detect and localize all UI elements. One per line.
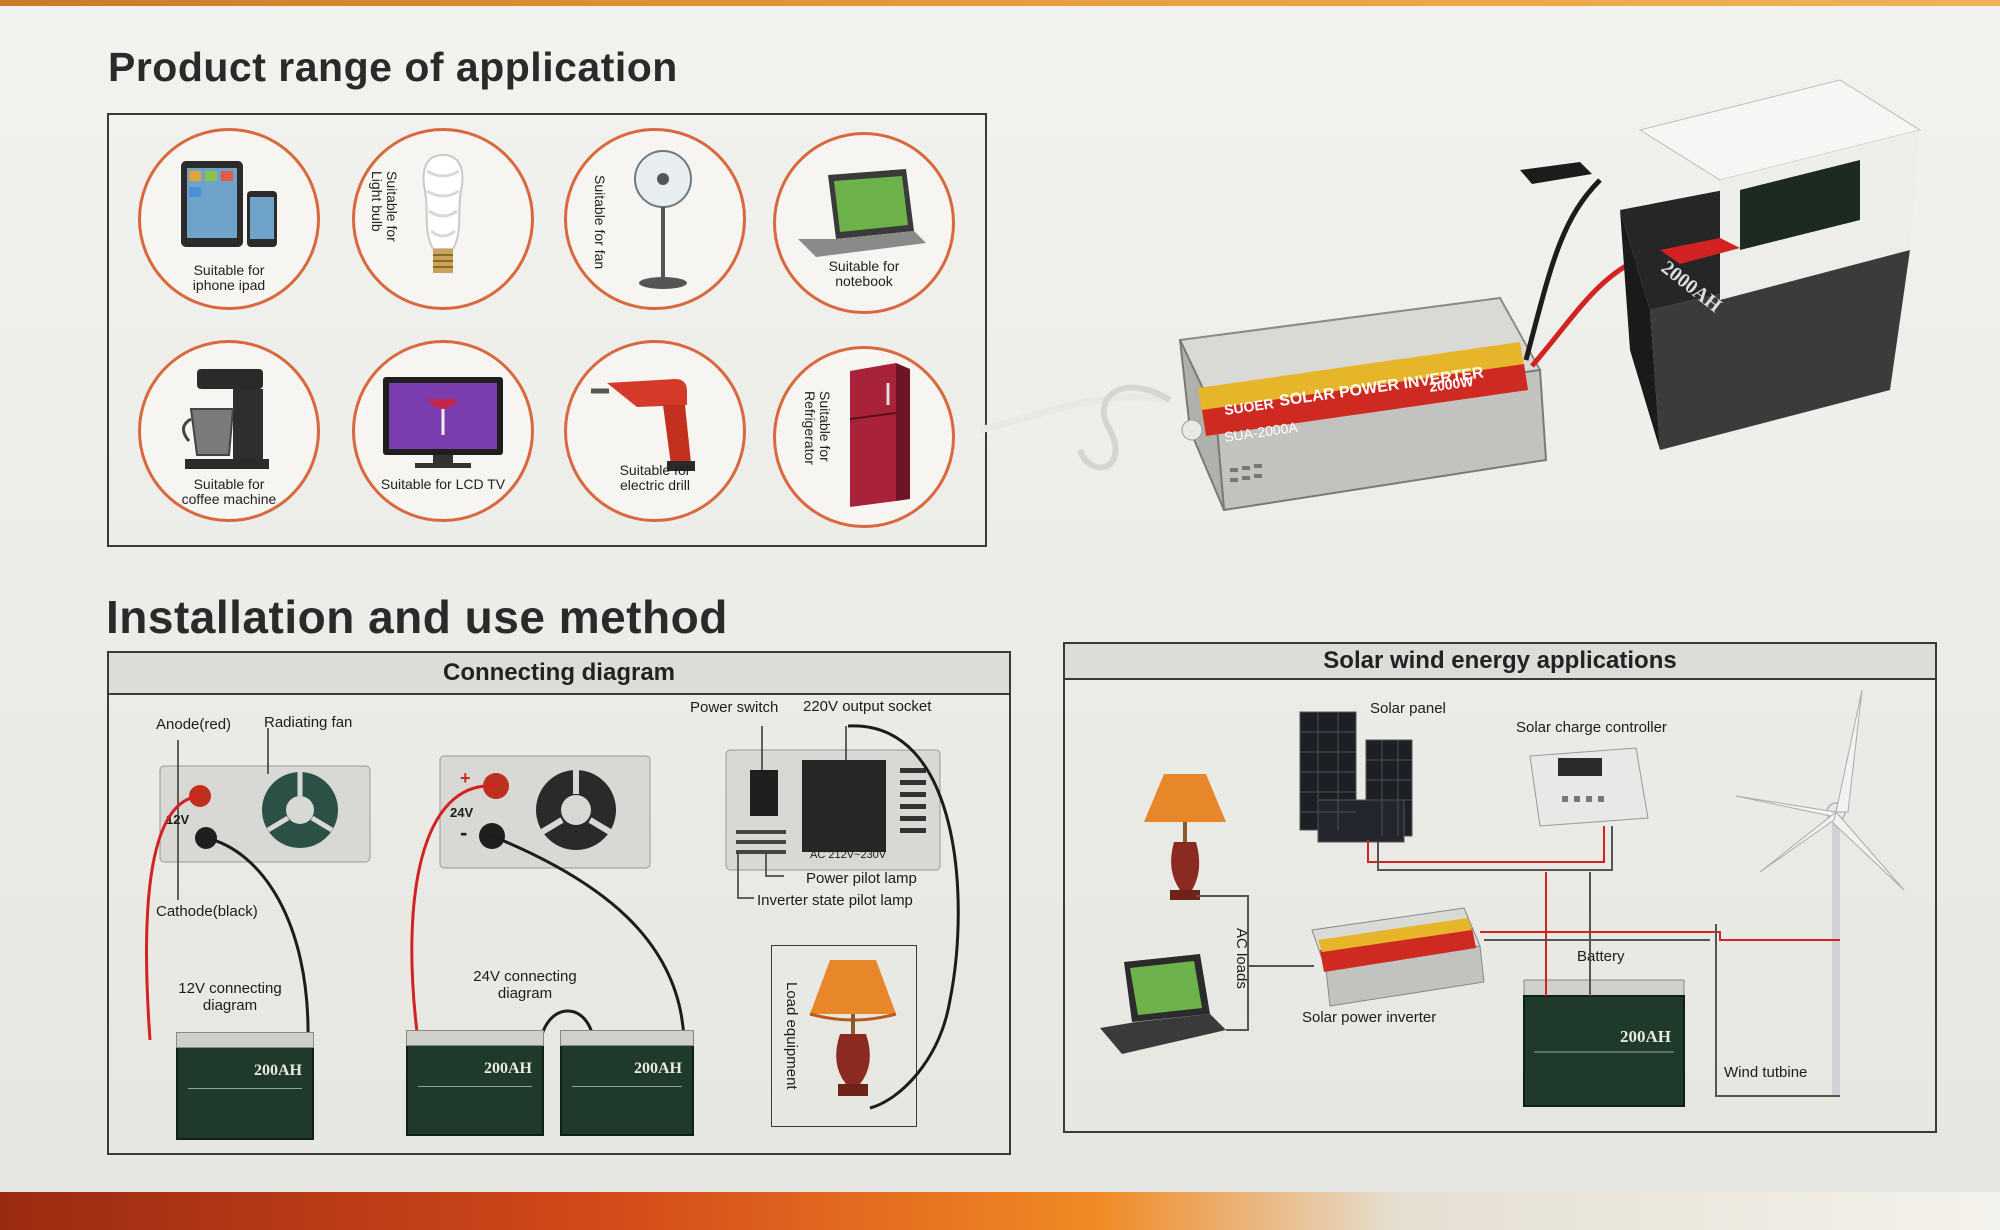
battery-12v: 200AH bbox=[176, 1032, 314, 1140]
solar-panel-label: Solar panel bbox=[1370, 700, 1446, 717]
solar-wind-title: Solar wind energy applications bbox=[1065, 644, 1935, 680]
v12-label: 12V bbox=[166, 812, 190, 827]
solar-battery-capacity: 200AH bbox=[1620, 1027, 1671, 1046]
battery-label: Battery bbox=[1577, 948, 1625, 965]
battery-24v-a-capacity: 200AH bbox=[484, 1060, 532, 1077]
svg-text:+: + bbox=[460, 768, 471, 788]
solar-laptop-icon bbox=[1100, 954, 1226, 1054]
connecting-diagram-title: Connecting diagram bbox=[109, 653, 1009, 695]
battery-24v-b-capacity: 200AH bbox=[634, 1060, 682, 1077]
power-pilot-lamp-label: Power pilot lamp bbox=[806, 870, 917, 887]
light-bulb-icon bbox=[422, 153, 464, 273]
ac-range-label: AC 212V~230V bbox=[810, 849, 887, 861]
electric-drill-icon bbox=[591, 379, 695, 471]
product-brand: SUOER bbox=[1223, 395, 1275, 418]
install-heading: Installation and use method bbox=[106, 591, 728, 643]
app-caption-tv: Suitable for LCD TV bbox=[380, 476, 506, 492]
inverter-state-lamp-label: Inverter state pilot lamp bbox=[757, 892, 913, 909]
anode-label: Anode(red) bbox=[156, 716, 232, 733]
inverter-product-illustration: SUOER SOLAR POWER INVERTER 2000W SUA-200… bbox=[979, 79, 1922, 512]
charge-controller-icon bbox=[1529, 747, 1649, 827]
battery-24v-b: 200AH bbox=[560, 1030, 694, 1136]
solar-inverter-label: Solar power inverter bbox=[1302, 1009, 1437, 1026]
inverter-24v-panel: + - bbox=[439, 755, 651, 869]
refrigerator-icon bbox=[849, 363, 910, 507]
solar-battery-icon: 200AH bbox=[1523, 979, 1685, 1107]
radiating-fan-label: Radiating fan bbox=[264, 714, 353, 731]
load-equipment-box bbox=[771, 945, 917, 1127]
app-circle-tv: Suitable for LCD TV bbox=[352, 340, 534, 522]
bottom-stripe bbox=[0, 1192, 2000, 1230]
top-stripe bbox=[0, 0, 2000, 6]
power-switch-label: Power switch bbox=[690, 699, 779, 716]
wind-turbine-label: Wind tutbine bbox=[1724, 1064, 1808, 1081]
v24-label: 24V bbox=[450, 805, 474, 820]
output-socket-label: 220V output socket bbox=[803, 698, 932, 715]
solar-inverter-icon bbox=[1311, 907, 1485, 1007]
table-lamp-icon bbox=[809, 960, 897, 1096]
lcd-tv-icon bbox=[383, 377, 503, 468]
solar-table-lamp-icon bbox=[1144, 774, 1226, 900]
solar-panel-icon bbox=[1299, 711, 1413, 843]
charge-controller-label: Solar charge controller bbox=[1516, 719, 1667, 736]
coffee-machine-icon bbox=[182, 369, 269, 469]
app-circle-fan: Suitable for fan bbox=[564, 128, 746, 310]
fan-icon bbox=[634, 150, 692, 289]
solar-wind-frame: Solar wind energy applications bbox=[1063, 642, 1937, 1133]
product-power: 2000W bbox=[1428, 373, 1475, 395]
svg-text:-: - bbox=[460, 820, 467, 845]
cathode-label: Cathode(black) bbox=[156, 903, 258, 920]
application-frame bbox=[107, 113, 987, 547]
battery-24v-a: 200AH bbox=[406, 1030, 544, 1136]
inverter-12v-panel bbox=[159, 728, 371, 900]
connecting-diagram-frame: Connecting diagram bbox=[107, 651, 1011, 1155]
battery-12v-capacity: 200AH bbox=[254, 1062, 302, 1079]
tablet-phone-icon bbox=[181, 161, 277, 247]
wind-turbine-icon bbox=[1735, 689, 1905, 1096]
output-panel bbox=[725, 726, 941, 899]
range-heading: Product range of application bbox=[108, 44, 678, 90]
laptop-icon bbox=[798, 169, 926, 257]
